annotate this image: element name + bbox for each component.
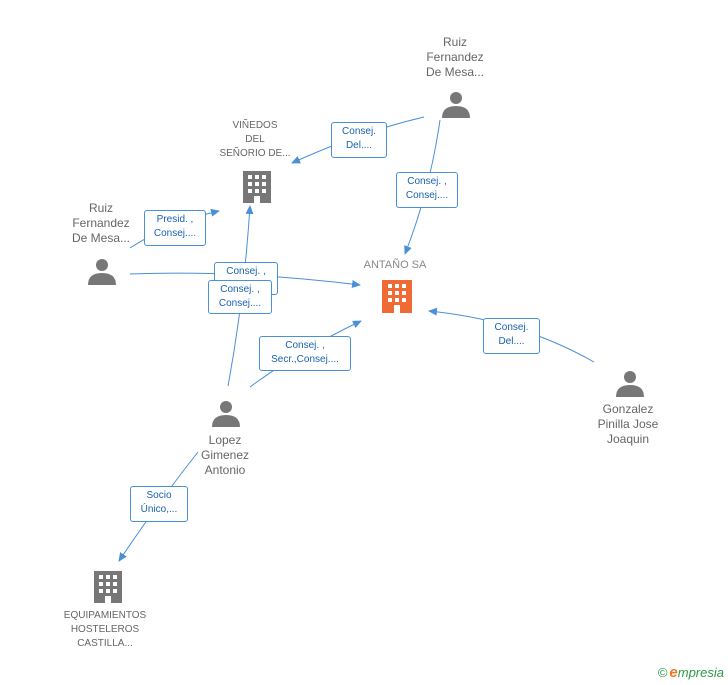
building-icon <box>243 171 271 203</box>
edge-box-lopez-antano[interactable]: Consej. , Secr.,Consej.... <box>259 336 351 371</box>
node-label-ruiz-left[interactable]: Ruiz Fernandez De Mesa... <box>71 201 131 245</box>
node-label-equipamientos[interactable]: EQUIPAMIENTOS HOSTELEROS CASTILLA... <box>63 610 147 649</box>
node-label-ruiz-top[interactable]: Ruiz Fernandez De Mesa... <box>425 35 485 79</box>
node-label-gonzalez[interactable]: Gonzalez Pinilla Jose Joaquin <box>597 402 659 446</box>
node-label-lopez[interactable]: Lopez Gimenez Antonio <box>200 433 250 477</box>
empresia-watermark: ©empresia <box>658 664 724 681</box>
building-icon <box>94 571 122 603</box>
person-icon <box>442 92 470 118</box>
edge-box-gonzalez-antano[interactable]: Consej. Del.... <box>483 318 540 354</box>
edge-box-lopez-equipamientos[interactable]: Socio Único,... <box>130 486 188 522</box>
person-icon <box>88 259 116 285</box>
node-label-vinedos[interactable]: VIÑEDOS DEL SEÑORIO DE... <box>219 120 291 159</box>
copyright-symbol: © <box>657 665 668 680</box>
person-icon <box>212 401 240 427</box>
edge-box-lopez-vinedos[interactable]: Consej. , Consej.... <box>208 280 272 314</box>
brand-initial: e <box>669 664 678 681</box>
building-icon <box>382 280 412 313</box>
brand-name: mpresia <box>677 665 724 680</box>
edge-box-ruiz-left-vinedos[interactable]: Presid. , Consej.... <box>144 210 206 246</box>
person-icon <box>616 371 644 397</box>
edge-box-ruiz-top-vinedos[interactable]: Consej. Del.... <box>331 122 387 158</box>
edge-box-ruiz-top-antano[interactable]: Consej. , Consej.... <box>396 172 458 208</box>
node-label-antano[interactable]: ANTAÑO SA <box>363 259 427 271</box>
